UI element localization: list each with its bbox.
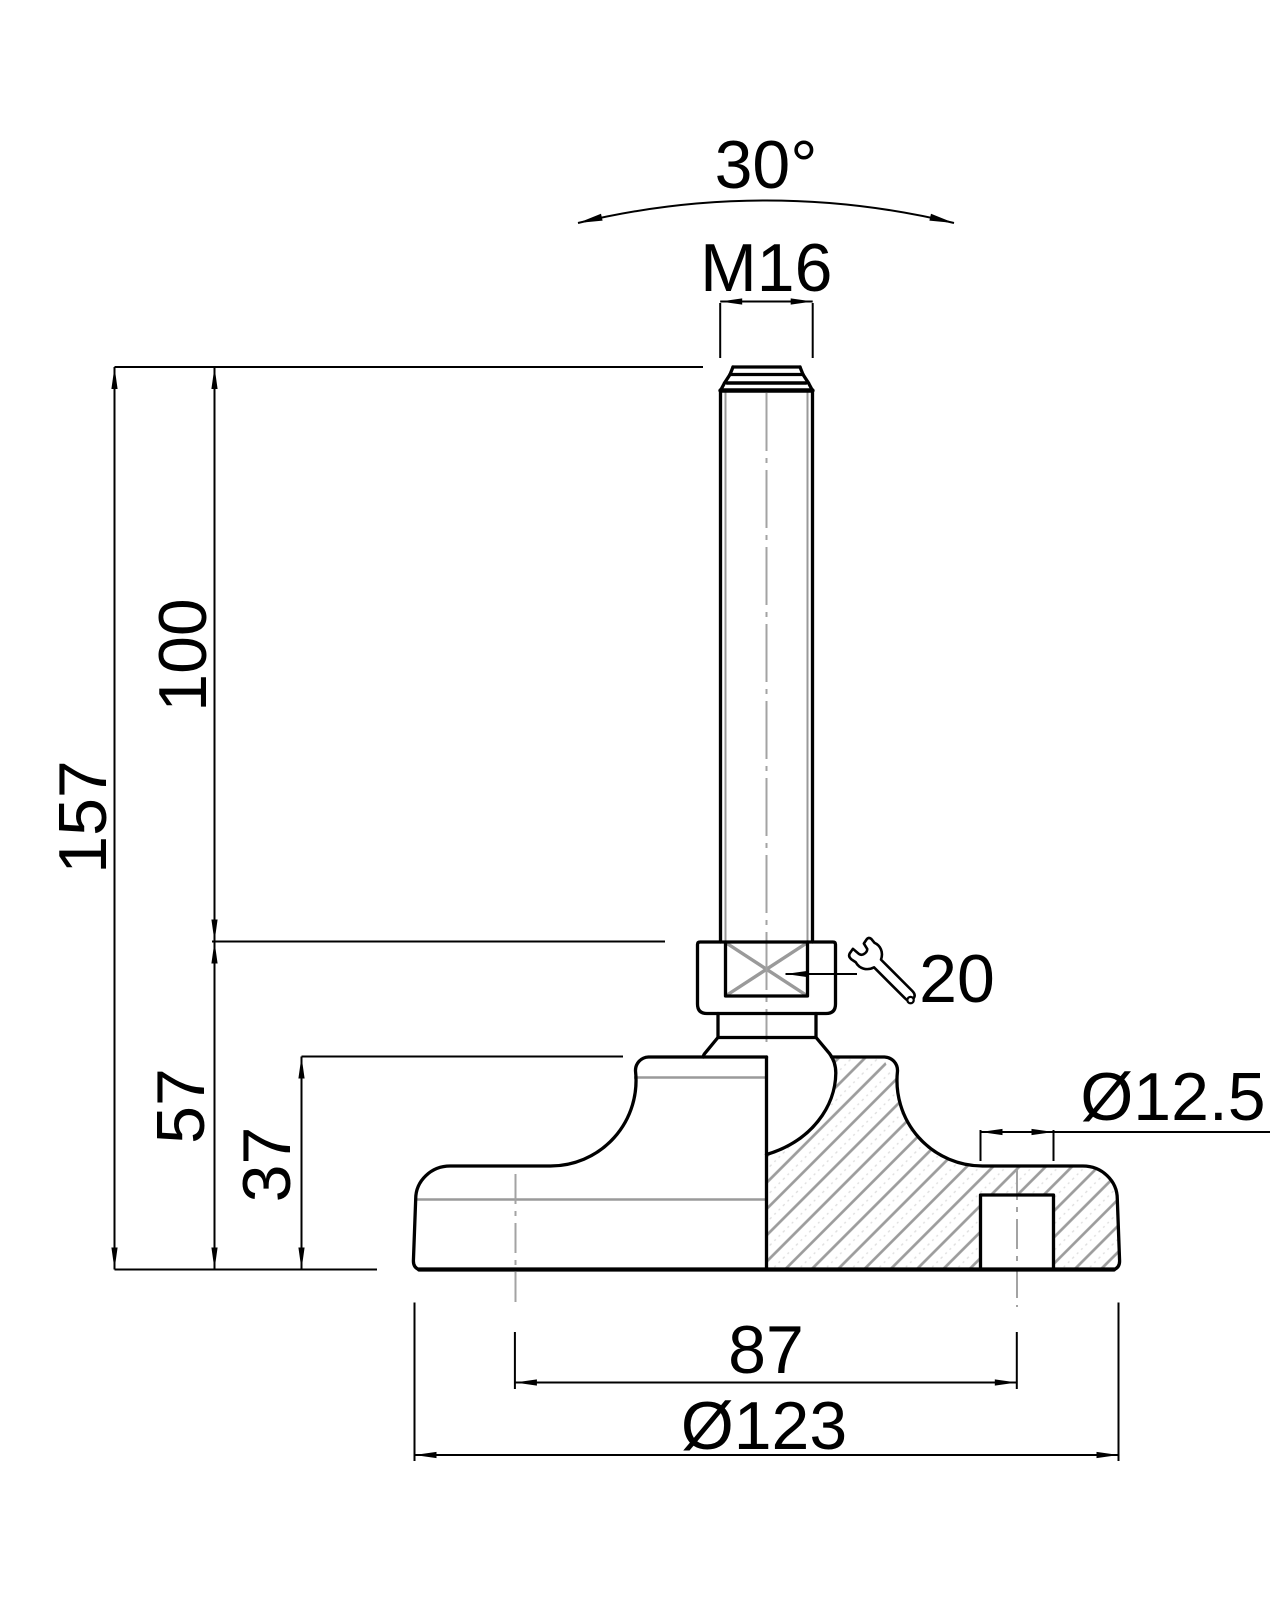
- svg-text:30°: 30°: [715, 127, 818, 203]
- svg-text:M16: M16: [700, 230, 832, 306]
- svg-text:20: 20: [919, 941, 995, 1017]
- svg-text:100: 100: [145, 598, 221, 711]
- svg-text:57: 57: [143, 1068, 219, 1144]
- svg-text:Ø12.5: Ø12.5: [1080, 1059, 1265, 1135]
- svg-text:87: 87: [728, 1312, 804, 1388]
- svg-text:Ø123: Ø123: [681, 1388, 847, 1464]
- svg-text:37: 37: [229, 1127, 305, 1203]
- svg-text:157: 157: [45, 760, 121, 873]
